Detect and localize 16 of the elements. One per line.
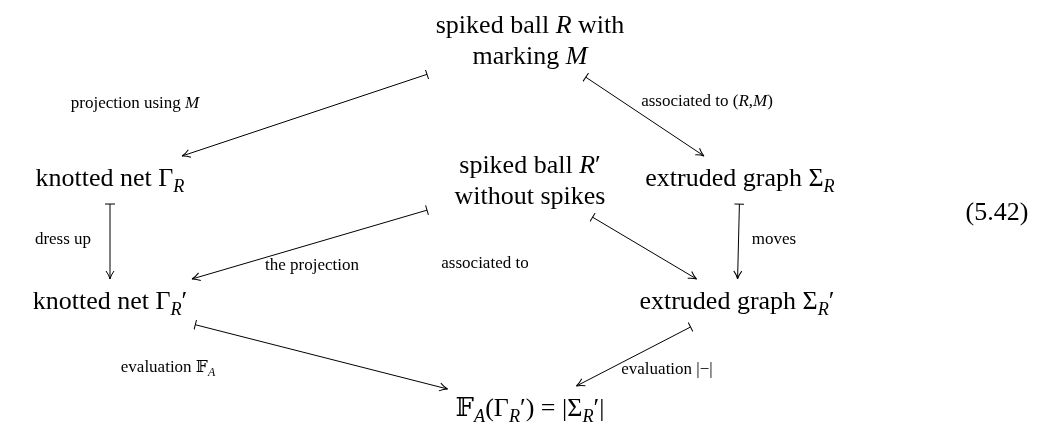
node-label: spiked ball R′ without spikes bbox=[431, 146, 629, 214]
edge-label: dress up bbox=[34, 229, 92, 249]
node-label: spiked ball R with marking M bbox=[431, 6, 629, 74]
edge-label: evaluation 𝔽$_{A}$ bbox=[120, 355, 216, 381]
node-label: knotted net Γ$_{R}$′ bbox=[28, 283, 192, 323]
node-label: extruded graph Σ$_{R}$ bbox=[641, 160, 839, 200]
edge-label: moves bbox=[751, 229, 797, 249]
edge-label: associated to (R,M) bbox=[641, 91, 773, 111]
edge-label: projection using M bbox=[70, 93, 200, 113]
node-label: 𝔽$_{A}$(Γ$_{R}$′) = |Σ$_{R}$′| bbox=[451, 390, 609, 430]
edge-label: evaluation |−| bbox=[621, 359, 713, 379]
node-label: extruded graph Σ$_{R}$′ bbox=[635, 283, 839, 323]
edge-label: associated to bbox=[441, 253, 529, 273]
node-label: knotted net Γ$_{R}$ bbox=[31, 160, 189, 200]
edge-label: the projection bbox=[265, 255, 359, 275]
equation-number: (5.42) bbox=[965, 197, 1029, 227]
